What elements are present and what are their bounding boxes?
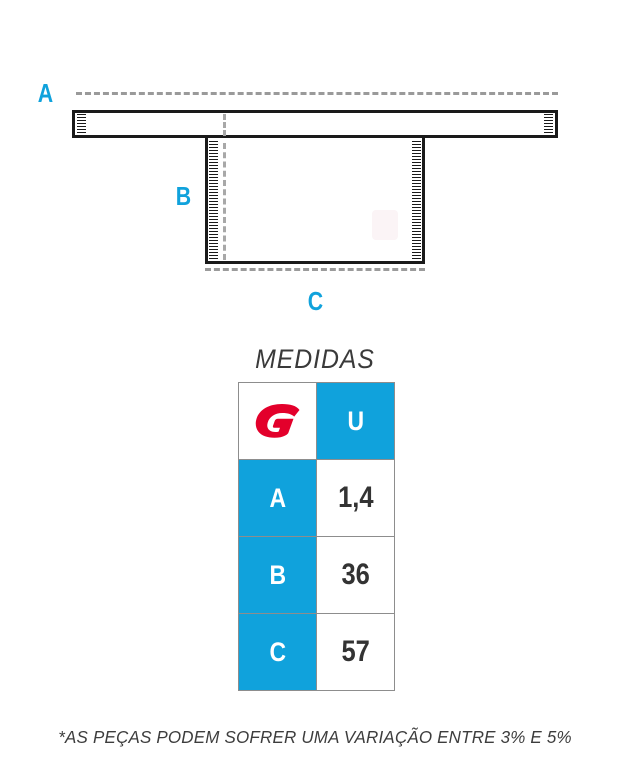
dimension-label-a: A	[37, 78, 54, 108]
variation-footnote: *AS PEÇAS PODEM SOFRER UMA VARIAÇÃO ENTR…	[58, 727, 572, 747]
dimension-label-c: C	[307, 286, 324, 316]
measure-value-b: 36	[341, 558, 370, 591]
measure-label-a: A	[269, 482, 286, 513]
table-row: A 1,4	[238, 459, 395, 537]
body-rect-shape	[205, 138, 425, 264]
measure-value-b-cell: 36	[316, 536, 395, 614]
garment-diagram: A B C	[0, 0, 630, 330]
table-row-header: U	[238, 382, 395, 460]
brand-g-icon	[255, 404, 299, 438]
center-guide-top	[223, 114, 226, 136]
measure-label-b-cell: B	[238, 536, 317, 614]
table-row: C 57	[238, 613, 395, 691]
measure-value-a: 1,4	[337, 481, 374, 514]
center-guide-body	[223, 143, 226, 260]
dimension-guide-line-a	[76, 92, 558, 95]
measure-value-c-cell: 57	[316, 613, 395, 691]
measure-label-a-cell: A	[238, 459, 317, 537]
size-header-cell: U	[316, 382, 395, 460]
sleeve-bar-shape	[72, 110, 558, 138]
watermark-ghost	[372, 210, 398, 240]
brand-logo-cell	[238, 382, 317, 460]
measures-title: MEDIDAS	[255, 344, 375, 374]
table-row: B 36	[238, 536, 395, 614]
side-seam-rib-left-icon	[209, 141, 218, 260]
measure-label-c: C	[269, 636, 286, 667]
measure-label-c-cell: C	[238, 613, 317, 691]
measure-label-b: B	[269, 559, 286, 590]
measures-table: U A 1,4 B 36 C 57	[238, 382, 395, 691]
dimension-label-b: B	[175, 181, 192, 211]
dimension-guide-line-c	[205, 268, 425, 271]
size-header-label: U	[347, 405, 364, 436]
cuff-rib-left-icon	[77, 114, 86, 134]
measure-value-a-cell: 1,4	[316, 459, 395, 537]
cuff-rib-right-icon	[544, 114, 553, 134]
measure-value-c: 57	[341, 635, 370, 668]
side-seam-rib-right-icon	[412, 141, 421, 260]
